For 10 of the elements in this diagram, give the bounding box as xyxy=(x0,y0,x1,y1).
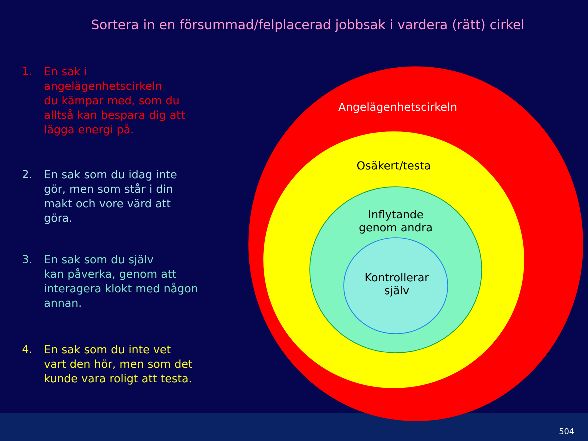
title: Sortera in en försummad/felplacerad jobbsak i vardera (rätt) cirkel xyxy=(92,20,524,32)
list-item: En sak som du idag inte gör, men som står i din makt och vore värd att göra. xyxy=(44,170,177,224)
list-number: 1. xyxy=(23,67,32,76)
page-number: 504 xyxy=(560,428,574,434)
list-number: 2. xyxy=(23,170,32,178)
list-number: 3. xyxy=(23,255,32,264)
list-item: En sak som du inte vet vart den hör, men som det kunde vara roligt att testa. xyxy=(44,345,192,385)
list-item: En sak som du själv kan påverka, genom att interagera klokt med någon annan. xyxy=(44,255,198,308)
list-number: 4. xyxy=(22,345,32,354)
list-item: En sak i angelägenhetscirkeln du kämpar med, som du alltså kan bespara dig att lägga energi på. xyxy=(44,67,185,136)
